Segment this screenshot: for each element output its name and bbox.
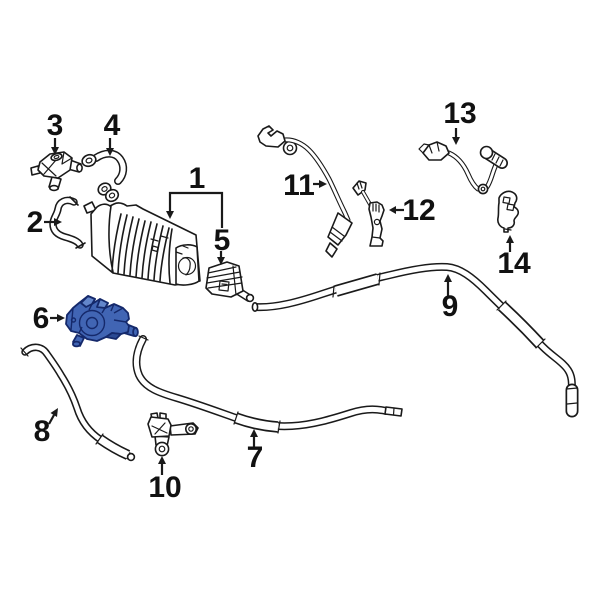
- part-6-detail-lines: [70, 303, 127, 337]
- part-8-drawing[interactable]: [20, 343, 136, 462]
- part-14-drawing[interactable]: [497, 190, 520, 233]
- part-6-label[interactable]: 6: [33, 302, 50, 335]
- callouts: 1 2 3 4 5 6 7: [27, 97, 531, 504]
- part-9-label[interactable]: 9: [442, 290, 459, 323]
- part-4-drawing[interactable]: [81, 149, 128, 204]
- part-13-callout: 13: [443, 97, 477, 145]
- part-3-drawing[interactable]: [30, 151, 83, 192]
- part-11-callout: 11: [283, 169, 327, 202]
- part-5-callout: 5: [214, 224, 231, 265]
- part-4-label[interactable]: 4: [104, 109, 121, 142]
- part-6-callout: 6: [33, 302, 65, 335]
- part-11-drawing[interactable]: [257, 125, 353, 258]
- part-8-label[interactable]: 8: [34, 415, 51, 448]
- part-8-callout: 8: [34, 408, 58, 448]
- part-10-label[interactable]: 10: [148, 471, 181, 504]
- part-12-drawing[interactable]: [352, 180, 385, 247]
- part-2-drawing[interactable]: [49, 196, 86, 249]
- part-5-drawing[interactable]: [205, 261, 255, 303]
- part-8-arrow: [48, 414, 55, 425]
- part-10-drawing[interactable]: [147, 412, 199, 457]
- part-7-label[interactable]: 7: [247, 441, 264, 474]
- part-2-label[interactable]: 2: [27, 206, 44, 239]
- part-13-drawing[interactable]: [418, 141, 508, 195]
- part-12-label[interactable]: 12: [402, 194, 435, 227]
- part-5-label[interactable]: 5: [214, 224, 231, 257]
- part-10-callout: 10: [148, 456, 182, 504]
- part-1-callout: 1: [166, 162, 224, 228]
- part-2-callout: 2: [27, 206, 62, 239]
- part-14-label[interactable]: 14: [497, 247, 531, 280]
- part-1-arrow: [168, 191, 224, 228]
- part-14-callout: 14: [497, 235, 531, 280]
- part-1-drawing[interactable]: [83, 201, 201, 286]
- part-4-callout: 4: [104, 109, 121, 156]
- part-12-callout: 12: [389, 194, 436, 227]
- part-13-label[interactable]: 13: [443, 97, 476, 130]
- part-11-label[interactable]: 11: [283, 169, 315, 202]
- part-3-label[interactable]: 3: [47, 109, 64, 142]
- part-3-callout: 3: [47, 109, 64, 155]
- part-9-drawing[interactable]: [251, 262, 579, 418]
- part-7-drawing[interactable]: [132, 335, 403, 434]
- part-9-callout: 9: [442, 274, 459, 323]
- part-1-label[interactable]: 1: [189, 162, 206, 195]
- part-7-callout: 7: [247, 429, 264, 474]
- part-6-drawing[interactable]: [65, 295, 139, 348]
